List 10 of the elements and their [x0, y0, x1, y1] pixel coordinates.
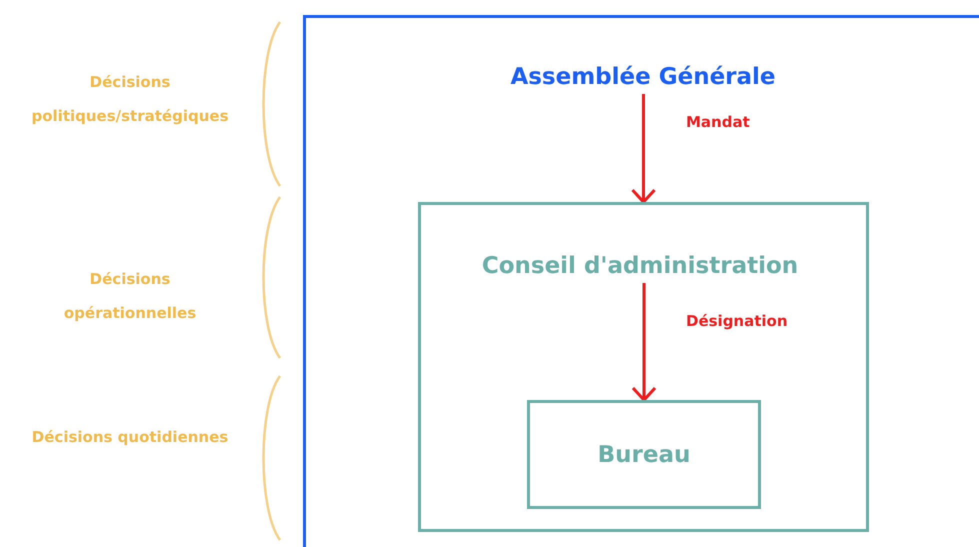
- side-label: Décisions quotidiennes: [30, 427, 230, 448]
- arrow: [632, 283, 656, 402]
- org-title: Conseil d'administration: [465, 249, 815, 283]
- box-title: Bureau: [598, 442, 690, 468]
- org-box: [418, 202, 869, 532]
- side-label: Décisions politiques/stratégiques: [30, 72, 230, 127]
- side-label: Décisions opérationnelles: [62, 269, 198, 324]
- org-box: [527, 400, 761, 509]
- org-title: Assemblée Générale: [453, 60, 833, 94]
- arrow: [631, 94, 656, 204]
